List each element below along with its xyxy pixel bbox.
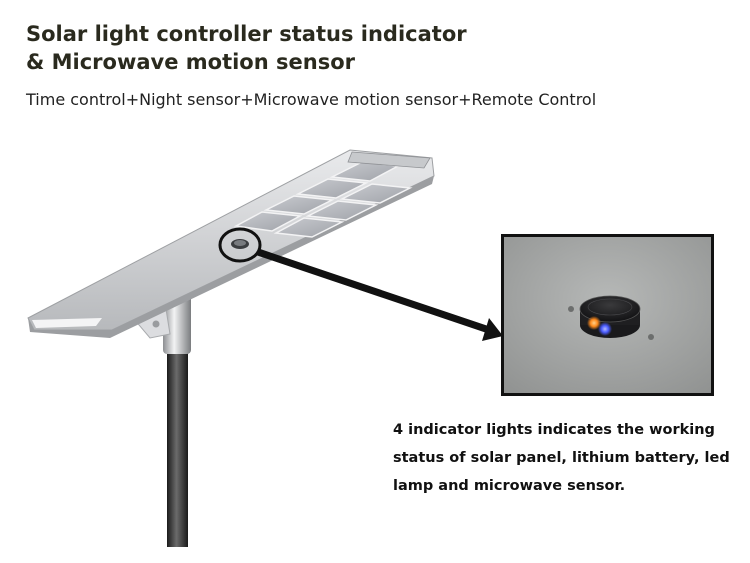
sensor-highlight-circle bbox=[218, 227, 262, 263]
title-line-2: & Microwave motion sensor bbox=[26, 50, 355, 74]
lamp-head-grille bbox=[347, 151, 431, 169]
callout-arrow bbox=[256, 248, 503, 341]
sensor-closeup-image bbox=[504, 237, 711, 393]
indicator-description: 4 indicator lights indicates the working… bbox=[393, 416, 743, 500]
sensor-closeup-inset bbox=[501, 234, 714, 396]
orange-indicator-light bbox=[587, 316, 601, 330]
screw-icon bbox=[568, 306, 574, 312]
blue-indicator-light bbox=[598, 322, 612, 336]
title-line-1: Solar light controller status indicator bbox=[26, 22, 467, 46]
description-line-1: 4 indicator lights indicates the working bbox=[393, 422, 715, 438]
description-line-2: status of solar panel, lithium battery, … bbox=[393, 450, 730, 466]
screw-icon bbox=[648, 334, 654, 340]
description-line-3: lamp and microwave sensor. bbox=[393, 478, 626, 494]
page-title: Solar light controller status indicator … bbox=[26, 20, 626, 76]
solar-panel bbox=[233, 161, 413, 238]
feature-subtitle: Time control+Night sensor+Microwave moti… bbox=[26, 90, 597, 109]
lamp-sensor bbox=[231, 239, 249, 249]
